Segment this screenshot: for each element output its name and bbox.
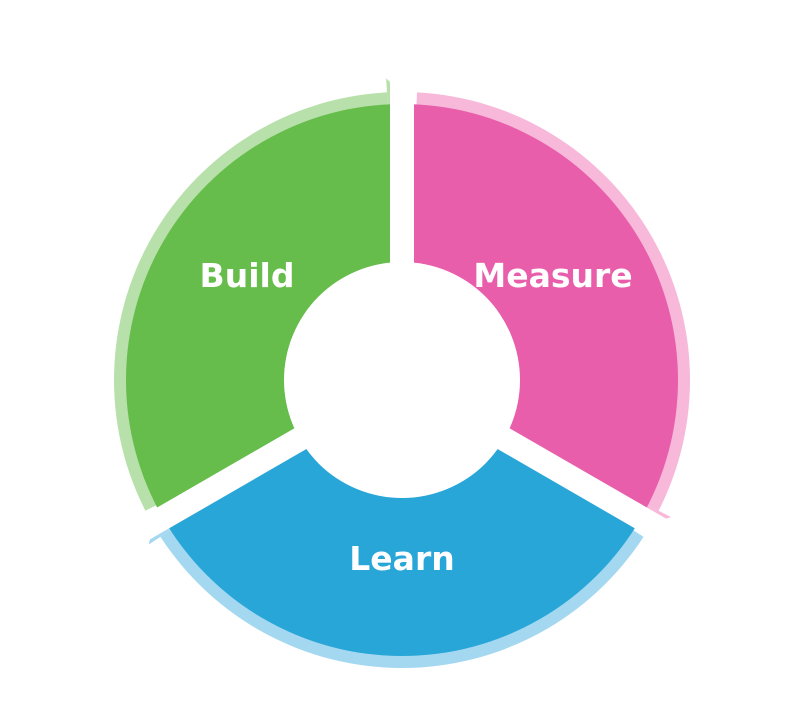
rim-arc-build [114, 92, 388, 511]
stage-label-learn: Learn [349, 539, 454, 578]
rim-arc-measure [416, 92, 690, 511]
stage-label-measure: Measure [473, 256, 632, 295]
center-hole [284, 262, 520, 498]
stage-segment-learn [162, 430, 642, 656]
rim-arc-learn [160, 528, 644, 668]
stage-segment-build [126, 104, 402, 518]
stage-segment-measure [402, 104, 678, 518]
stage-label-build: Build [200, 256, 295, 295]
